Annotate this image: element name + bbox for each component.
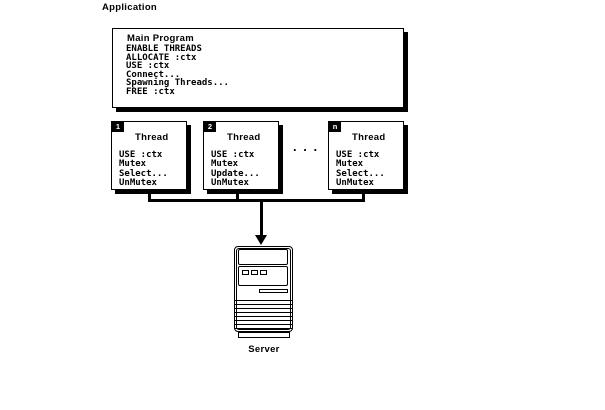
server-base (238, 332, 290, 338)
ellipsis-dots: . . . (293, 139, 319, 154)
server-vent-line (235, 300, 292, 301)
server-group: Server (230, 244, 298, 359)
thread-n-label: Thread (352, 132, 386, 143)
arrow-head-icon (255, 235, 267, 245)
server-led-icon (242, 270, 249, 275)
thread-box-n: n Thread USE :ctx Mutex Select... UnMute… (328, 121, 404, 190)
thread-1-badge: 1 (112, 122, 124, 132)
server-led-icon (251, 270, 258, 275)
server-vent-line (235, 320, 292, 321)
thread-2-label: Thread (227, 132, 261, 143)
application-label: Application (102, 2, 158, 13)
server-vent-line (235, 312, 292, 313)
thread-2-code: USE :ctx Mutex Update... UnMutex (211, 150, 260, 189)
server-drive-panel (238, 266, 288, 286)
server-vent-line (235, 316, 292, 317)
server-label: Server (248, 344, 280, 355)
connector-stub-thread-n (362, 189, 365, 202)
thread-box-2: 2 Thread USE :ctx Mutex Update... UnMute… (203, 121, 279, 190)
connector-stub-thread-2 (236, 189, 239, 202)
thread-1-label: Thread (135, 132, 169, 143)
thread-2-badge: 2 (204, 122, 216, 132)
thread-1-code: USE :ctx Mutex Select... UnMutex (119, 150, 168, 189)
main-program-title: Main Program (127, 33, 194, 44)
main-program-box: Main Program ENABLE THREADS ALLOCATE :ct… (112, 28, 404, 108)
server-vent-line (235, 328, 292, 329)
server-top-panel (238, 249, 288, 265)
server-slot-icon (259, 289, 288, 293)
server-vent-line (235, 304, 292, 305)
server-tower-icon (234, 246, 293, 332)
thread-n-badge: n (329, 122, 341, 132)
connector-stub-thread-1 (148, 189, 151, 202)
thread-n-code: USE :ctx Mutex Select... UnMutex (336, 150, 385, 189)
server-vent-line (235, 324, 292, 325)
arrow-shaft (260, 199, 263, 236)
server-led-icon (260, 270, 267, 275)
connector-bus-line (148, 199, 365, 202)
thread-box-1: 1 Thread USE :ctx Mutex Select... UnMute… (111, 121, 187, 190)
server-vent-line (235, 308, 292, 309)
main-program-code: ENABLE THREADS ALLOCATE :ctx USE :ctx Co… (126, 44, 229, 97)
